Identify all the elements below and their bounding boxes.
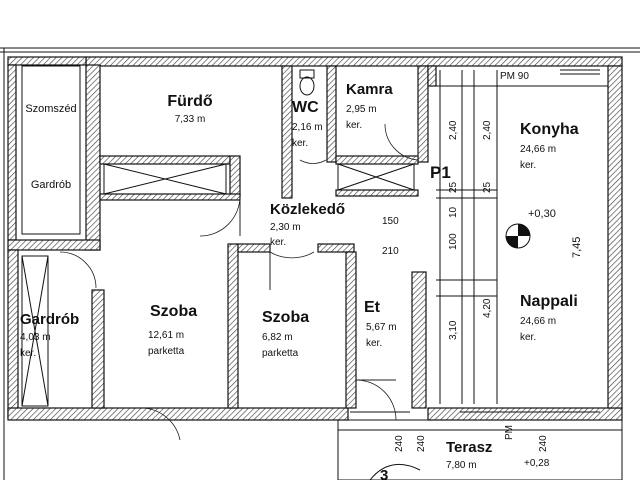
terrace-level: +0,28 <box>524 458 550 469</box>
room-kozlekedo: Közlekedő 2,30 m ker. <box>270 201 345 248</box>
room-area: 2,95 m <box>346 104 377 115</box>
room-area: 7,80 m <box>446 460 477 471</box>
room-name: Gardrób <box>20 311 79 328</box>
room-nappali: Nappali 24,66 m ker. <box>520 293 578 343</box>
room-area: 7,33 m <box>175 114 206 125</box>
room-name: Szoba <box>150 303 197 320</box>
room-name: Szoba <box>262 309 309 326</box>
dimension-label: 2,40 <box>448 120 459 140</box>
walls <box>7 56 623 421</box>
room-area: 12,61 m <box>148 330 184 341</box>
room-floor: parketta <box>262 348 299 359</box>
room-szoba-1: Szoba 12,61 m parketta <box>148 303 197 357</box>
room-konyha: Konyha 24,66 m ker. <box>520 121 579 171</box>
dimension-label: 3,10 <box>448 320 459 340</box>
room-szoba-2: Szoba 6,82 m parketta <box>262 309 309 359</box>
room-floor: ker. <box>366 338 382 349</box>
room-wc: WC 2,16 m ker. <box>292 99 323 149</box>
room-name: Nappali <box>520 293 578 310</box>
room-area: 24,66 m <box>520 316 556 327</box>
room-name: Fürdő <box>167 93 213 110</box>
dimension-label: 150 <box>382 216 399 227</box>
dimension-label: 4,20 <box>482 298 493 318</box>
room-area: 5,67 m <box>366 322 397 333</box>
room-furdo: Fürdő 7,33 m <box>167 93 213 125</box>
dimension-label: PM <box>504 425 515 440</box>
room-area: 6,82 m <box>262 332 293 343</box>
dimension-label: 240 <box>538 435 549 452</box>
dimension-label: 240 <box>394 435 405 452</box>
dimension-label: 210 <box>382 246 399 257</box>
outer-boundary <box>0 47 640 480</box>
dimension-label: 240 <box>416 435 427 452</box>
room-et: Et 5,67 m ker. <box>364 299 397 349</box>
room-floor: ker. <box>292 138 308 149</box>
room-floor: ker. <box>520 160 536 171</box>
dimension-label: 25 <box>482 181 493 193</box>
room-area: 2,30 m <box>270 222 301 233</box>
p1-label: P1 <box>430 163 451 182</box>
room-kamra: Kamra 2,95 m ker. <box>346 81 393 131</box>
room-name: Terasz <box>446 439 492 456</box>
room-floor: ker. <box>270 237 286 248</box>
pm-label: PM 90 <box>500 71 529 82</box>
level-marker-icon <box>505 223 531 249</box>
structure-lines <box>21 65 623 480</box>
dimension-label: 2,40 <box>482 120 493 140</box>
room-area: 24,66 m <box>520 144 556 155</box>
dimensions: 2,40 2,40 25 25 150 210 10 100 7,45 4,20… <box>382 120 583 452</box>
stair-number: 3 <box>380 467 388 480</box>
room-szomszed: Szomszéd Gardrób <box>25 103 76 191</box>
room-floor: ker. <box>346 120 362 131</box>
dimension-label: 25 <box>448 181 459 193</box>
room-terasz: Terasz 7,80 m +0,28 <box>446 439 550 471</box>
dimension-label: 7,45 <box>571 237 583 258</box>
room-floor: ker. <box>520 332 536 343</box>
room-gardrob: Gardrób 4,03 m ker. <box>20 311 79 359</box>
room-floor: ker. <box>20 348 36 359</box>
room-name: Közlekedő <box>270 201 345 218</box>
room-floor: parketta <box>148 346 185 357</box>
room-area: 2,16 m <box>292 122 323 133</box>
room-name: WC <box>292 99 319 116</box>
dimension-label: 10 <box>448 206 459 218</box>
doors <box>59 123 419 441</box>
dimension-label: 100 <box>448 233 459 250</box>
room-name: Kamra <box>346 81 393 98</box>
room-sub-label: Gardrób <box>31 179 71 191</box>
level-label: +0,30 <box>528 208 556 220</box>
room-name: Konyha <box>520 121 579 138</box>
room-name: Et <box>364 299 381 316</box>
room-area: 4,03 m <box>20 332 51 343</box>
room-label: Szomszéd <box>25 103 76 115</box>
